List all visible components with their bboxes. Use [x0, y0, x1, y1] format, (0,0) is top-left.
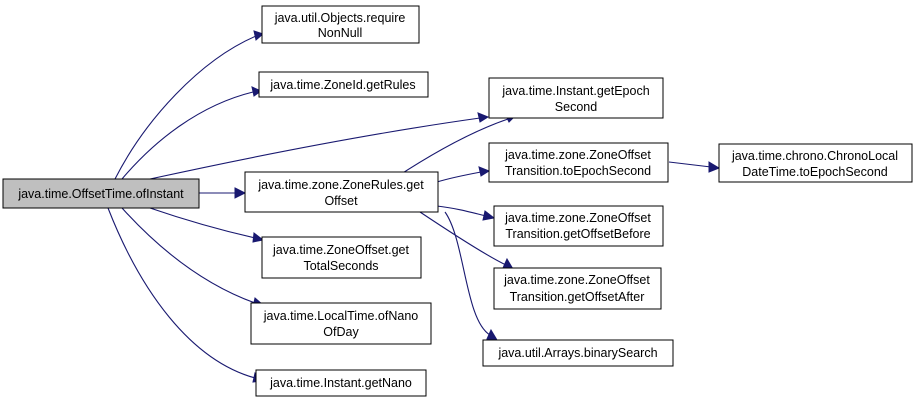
node-zoneoffsettransition-getoffsetafter[interactable]: java.time.zone.ZoneOffset Transition.get…: [493, 267, 662, 310]
node-label-line: java.time.chrono.ChronoLocal: [731, 149, 898, 163]
node-instant-getnano[interactable]: java.time.Instant.getNano: [255, 369, 427, 397]
edge-root-to-getRules: [121, 86, 263, 180]
node-label-line: java.time.zone.ZoneOffset: [503, 273, 650, 287]
node-label-line: java.time.LocalTime.ofNano: [263, 309, 419, 323]
node-label-line: java.time.Instant.getNano: [269, 376, 412, 390]
node-label-line: DateTime.toEpochSecond: [742, 165, 888, 179]
node-label-line: NonNull: [318, 26, 362, 40]
edge-getOffset-to-binarySearch: [444, 211, 498, 341]
node-zoneoffsettransition-toepochsecond[interactable]: java.time.zone.ZoneOffset Transition.toE…: [488, 142, 669, 183]
edge-root-to-requireNonNull: [114, 30, 264, 180]
node-localtime-ofnanoofday[interactable]: java.time.LocalTime.ofNano OfDay: [250, 302, 432, 345]
edge-root-to-getOffset: [199, 187, 247, 199]
node-label-line: java.time.zone.ZoneOffset: [504, 148, 651, 162]
node-offsettime-ofinstant[interactable]: java.time.OffsetTime.ofInstant: [2, 178, 200, 209]
node-objects-requirenonnull[interactable]: java.util.Objects.require NonNull: [261, 5, 420, 44]
node-label-line: Transition.getOffsetBefore: [505, 227, 650, 241]
node-label-line: OfDay: [323, 325, 359, 339]
node-label-line: Transition.toEpochSecond: [505, 164, 651, 178]
node-label-line: java.time.ZoneOffset.get: [272, 243, 409, 257]
node-label-line: Offset: [324, 194, 358, 208]
edge-root-to-ofNanoOfDay: [121, 207, 265, 308]
node-zoneoffset-gettotalseconds[interactable]: java.time.ZoneOffset.get TotalSeconds: [261, 236, 422, 279]
node-zonerules-getoffset[interactable]: java.time.zone.ZoneRules.get Offset: [244, 171, 439, 213]
node-instant-getepochsecond[interactable]: java.time.Instant.getEpoch Second: [488, 77, 664, 119]
node-label-line: TotalSeconds: [303, 259, 378, 273]
node-zoneid-getrules[interactable]: java.time.ZoneId.getRules: [258, 71, 429, 98]
node-label-line: java.time.zone.ZoneRules.get: [257, 178, 424, 192]
edge-getOffset-to-getOffsetBefore: [436, 205, 496, 221]
node-label-line: java.time.Instant.getEpoch: [501, 84, 649, 98]
edge-toEpochSecondZ-to-toEpochSecondC: [668, 161, 721, 173]
node-label-line: java.util.Arrays.binarySearch: [497, 346, 657, 360]
node-label-line: Second: [555, 100, 597, 114]
edge-root-to-getTotalSeconds: [149, 207, 265, 243]
node-chronolocaldatetime-toepochsecond[interactable]: java.time.chrono.ChronoLocal DateTime.to…: [718, 143, 913, 183]
node-label-line: java.time.zone.ZoneOffset: [504, 211, 651, 225]
node-label-line: java.time.OffsetTime.ofInstant: [17, 187, 184, 201]
edge-root-to-getEpochSecond: [149, 112, 490, 180]
node-label-line: java.util.Objects.require: [274, 11, 406, 25]
node-arrays-binarysearch[interactable]: java.util.Arrays.binarySearch: [482, 339, 674, 367]
node-zoneoffsettransition-getoffsetbefore[interactable]: java.time.zone.ZoneOffset Transition.get…: [493, 205, 664, 247]
node-label-line: java.time.ZoneId.getRules: [269, 78, 415, 92]
edge-getOffset-to-toEpochSecondZ: [436, 166, 491, 183]
node-label-line: Transition.getOffsetAfter: [510, 290, 645, 304]
